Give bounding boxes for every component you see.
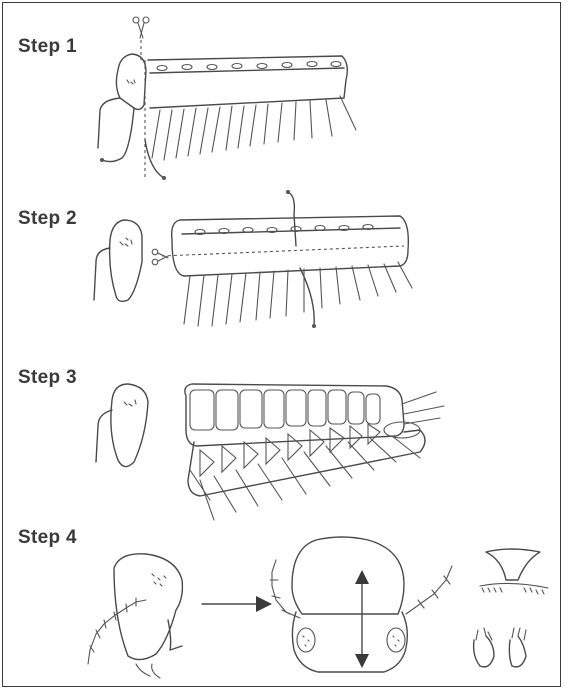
eye-left: [297, 628, 315, 652]
step-1-illustration: [98, 17, 356, 180]
segment-row: [190, 390, 380, 430]
labrum: [486, 549, 540, 580]
mandible-left: [474, 636, 494, 667]
mandible-tips: [476, 628, 526, 640]
leg-row: [152, 96, 356, 160]
head-front-bottom: [292, 612, 407, 672]
body-outline: [172, 216, 409, 276]
head-outline: [110, 220, 142, 301]
head-side-outline: [114, 554, 182, 660]
mandible-right: [509, 636, 526, 667]
mandible: [168, 620, 182, 650]
mouthparts: [136, 664, 160, 678]
gut-strand-lower: [300, 268, 314, 326]
scissors-icon: [152, 249, 168, 265]
head-dots: [124, 400, 136, 406]
head-front-top: [292, 537, 404, 614]
gut-strand: [288, 192, 296, 246]
gill-flaps: [200, 424, 380, 476]
labrum-teeth: [482, 588, 544, 594]
labrum-base: [480, 583, 548, 588]
head-outline: [111, 384, 148, 467]
body-midline: [150, 68, 344, 73]
leg-row: [190, 392, 444, 520]
palp-left: [102, 108, 134, 162]
antenna-right-front: [406, 566, 452, 614]
leg-row: [184, 262, 412, 326]
step-2-illustration: [94, 190, 412, 328]
head-dots: [120, 238, 132, 246]
antenna-left-front: [272, 560, 300, 618]
eye-right: [387, 628, 405, 652]
eye-dots: [303, 636, 399, 646]
body-outline: [185, 384, 404, 446]
step-4-illustration: [88, 537, 548, 678]
double-arrow-icon: [355, 570, 369, 668]
antenna-left: [96, 410, 112, 462]
head-dots: [152, 574, 166, 586]
antenna-left: [94, 248, 110, 300]
antenna-left: [98, 98, 120, 148]
arrow-right-icon: [202, 596, 272, 612]
cut-line: [162, 246, 404, 256]
scissors-icon: [133, 17, 149, 38]
step-3-illustration: [96, 384, 444, 520]
head-dots: [127, 80, 135, 84]
